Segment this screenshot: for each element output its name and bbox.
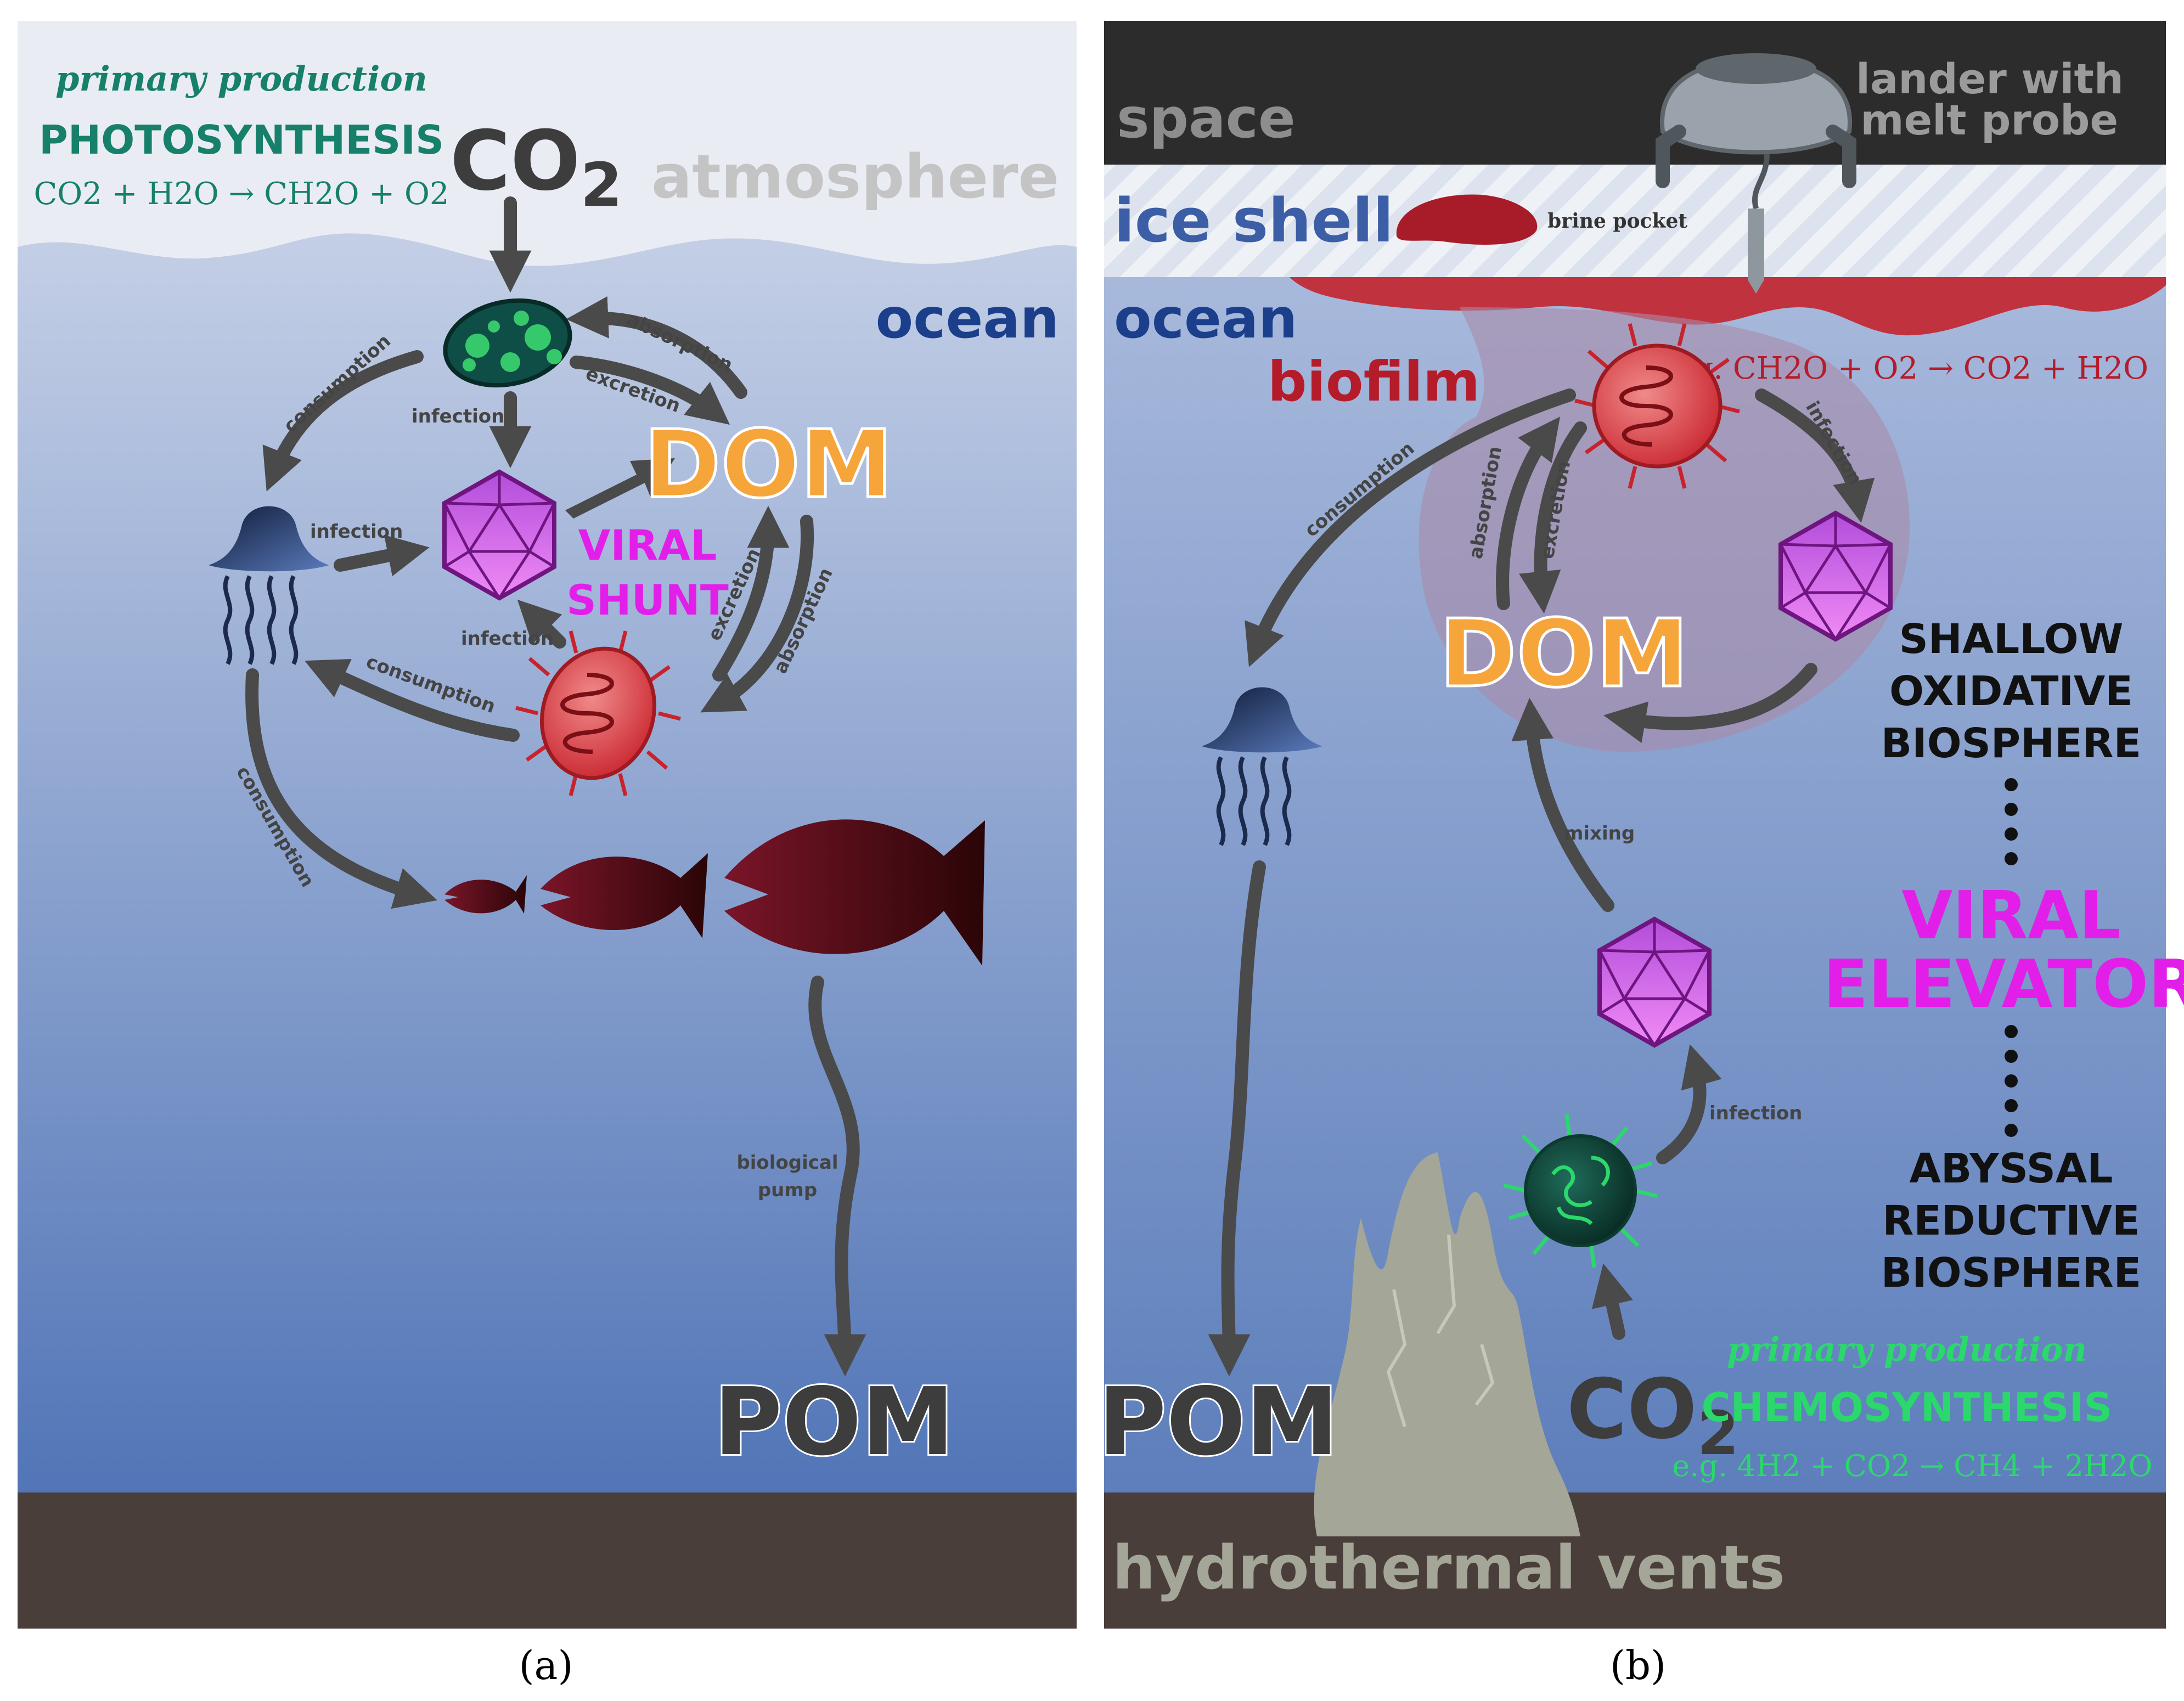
label-infection-bottom: infection (461, 628, 554, 650)
biofilm-label: biofilm (1268, 350, 1480, 414)
arrows-a (245, 196, 866, 1377)
hydrothermal-vent-shape (1314, 1152, 1580, 1536)
dotted-connector-bottom (2005, 1025, 2018, 1137)
respiration-equation: e.g. CH2O + O2 → CO2 + H2O (1666, 351, 2148, 386)
ocean-label-a: ocean (876, 286, 1059, 351)
hydrothermal-vents-label: hydrothermal vents (1112, 1533, 1785, 1603)
virus-to-dom-arrow-b (1603, 663, 1817, 744)
panel-a: primary production PHOTOSYNTHESIS CO2 + … (18, 21, 1077, 1629)
lander-icon (1656, 53, 1856, 294)
photosynthesis-label: PHOTOSYNTHESIS (39, 117, 444, 163)
virus-to-dom-mixing-arrow (1511, 697, 1614, 912)
primary-production-label: primary production (55, 59, 427, 99)
ice-shell-label: ice shell (1114, 185, 1394, 256)
viral-label-b: VIRAL (1901, 878, 2120, 954)
virus-icon-b-bottom (1597, 916, 1712, 1048)
dom-label-b: DOM (1439, 600, 1689, 708)
seafloor (18, 1492, 1077, 1629)
large-fish-icon (724, 819, 985, 966)
jelly-infection-arrow (334, 534, 430, 577)
lander-label-line2: melt probe (1860, 95, 2118, 144)
phytoplankton-icon (443, 298, 572, 388)
bacteria-to-jelly-consumption-arrow-b (1245, 388, 1576, 667)
jellyfish-icon-b (1202, 687, 1322, 846)
panel-b: lander with melt probe space ice shell b… (1096, 21, 2184, 1629)
primary-production-label-b: primary production (1727, 1331, 2087, 1369)
label-infection-top: infection (412, 405, 504, 427)
elevator-label: ELEVATOR (1823, 947, 2184, 1023)
chemosynthesis-label: CHEMOSYNTHESIS (1702, 1384, 2112, 1430)
ocean-label-b: ocean (1114, 286, 1297, 351)
phyto-to-dom-excretion-arrow (570, 356, 730, 425)
shunt-label: SHUNT (566, 576, 729, 624)
brine-pocket-shape (1396, 194, 1538, 245)
ice-shell-region (1104, 165, 2166, 277)
abyssal-label-3: BIOSPHERE (1881, 1249, 2141, 1297)
biofilm-layer (1290, 277, 2166, 336)
photosynthesis-equation: CO2 + H2O → CH2O + O2 (33, 176, 449, 212)
biological-pump-arrow (808, 976, 866, 1377)
dom-to-phyto-absorption-arrow (566, 296, 747, 399)
label-infection-left: infection (310, 521, 403, 543)
abyssal-label-1: ABYSSAL (1910, 1145, 2113, 1192)
viral-label-a: VIRAL (578, 521, 717, 570)
atmosphere-label: atmosphere (651, 142, 1059, 212)
label-infection-bottom-b: infection (1709, 1102, 1802, 1124)
jelly-to-fish-consumption-arrow (245, 668, 437, 909)
bacteria-infection-arrow (517, 599, 566, 649)
space-label: space (1117, 86, 1296, 150)
bacteria-to-jelly-consumption-arrow (305, 658, 520, 742)
bacterium-icon-a (515, 630, 681, 796)
shallow-label-3: BIOSPHERE (1881, 720, 2141, 767)
viral-shunt-arrow (565, 458, 675, 519)
jelly-to-pom-arrow (1208, 860, 1266, 1377)
brine-pocket-label: brine pocket (1547, 210, 1687, 233)
bacteria-to-dom-excretion-arrow (712, 505, 790, 681)
dom-label-a: DOM (644, 410, 893, 519)
virus-icon-b-top (1778, 510, 1893, 642)
small-fish-icon (444, 875, 527, 914)
chemosynthetic-microbe-icon (1503, 1113, 1658, 1268)
phyto-to-jelly-consumption-arrow (262, 350, 424, 492)
arrows-b (1208, 388, 1875, 1377)
caption-a: (a) (519, 1642, 573, 1688)
caption-b: (b) (1610, 1642, 1666, 1688)
fish-group (444, 819, 985, 966)
bacteria-to-virus-infection-arrow-b (1755, 388, 1875, 523)
chemosynthesis-equation: e.g. 4H2 + CO2 → CH4 + 2H2O (1672, 1449, 2152, 1483)
lander-label-line1: lander with (1856, 54, 2124, 103)
co2-label-b: CO2 (1567, 1362, 1739, 1468)
dotted-connector-top (2005, 778, 2018, 865)
medium-fish-icon (541, 853, 708, 938)
abyssal-label-2: REDUCTIVE (1882, 1197, 2140, 1244)
shallow-label-2: OXIDATIVE (1889, 668, 2133, 715)
biosphere-labels: SHALLOW OXIDATIVE BIOSPHERE ABYSSAL REDU… (1881, 616, 2141, 1297)
vent-cracks (1386, 1234, 1495, 1427)
dom-to-bacteria-absorption-arrow-b (1496, 416, 1561, 610)
label-mixing: mixing (1564, 823, 1635, 844)
microbe-to-virus-infection-arrow (1656, 1044, 1722, 1164)
label-biological: biological (736, 1152, 838, 1174)
virus-icon-a (442, 469, 556, 601)
seafloor-b (1104, 1492, 2166, 1629)
pom-label-b: POM (1098, 1368, 1338, 1477)
pom-label-a: POM (714, 1368, 954, 1477)
shallow-label-1: SHALLOW (1899, 616, 2124, 663)
label-pump: pump (758, 1179, 817, 1201)
bacteria-to-dom-excretion-arrow-b (1518, 421, 1587, 614)
dom-to-bacteria-absorption-arrow (700, 515, 814, 713)
bacterium-icon-b (1574, 323, 1740, 489)
co2-label-a: CO2 (450, 114, 622, 220)
jellyfish-icon-a (209, 506, 329, 665)
co2-to-microbe-arrow (1591, 1263, 1633, 1340)
space-region (1104, 21, 2166, 165)
